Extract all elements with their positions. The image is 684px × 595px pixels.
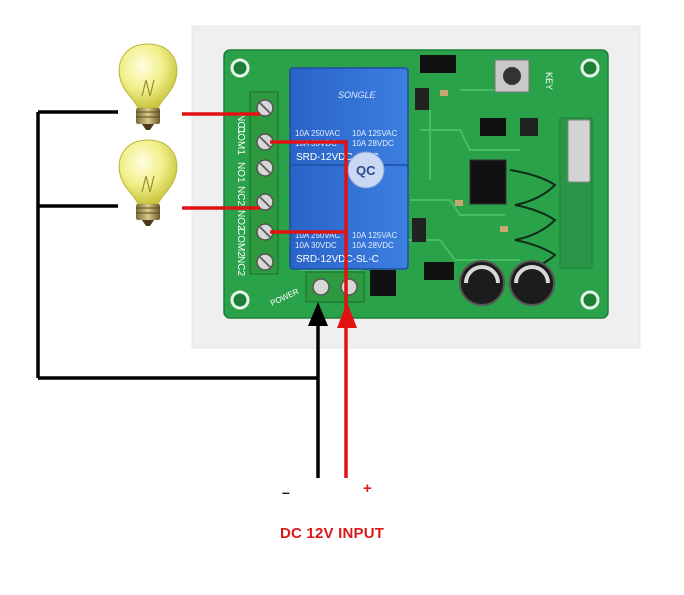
positive-label: + (363, 480, 372, 497)
qc-sticker (347, 151, 385, 189)
power-terminal (305, 271, 365, 303)
terminal-label-5: NO2 (235, 210, 246, 231)
relay-1-brand: SONGLE (338, 90, 377, 100)
key-button (494, 59, 530, 93)
smd-components (370, 55, 538, 296)
relay-board: NC1 COM1 NO1 NC2 NO2 COM2 NC2 SONGLE 10A… (223, 49, 609, 319)
terminal-label-1: NC1 (235, 114, 246, 134)
terminal-label-6: COM2 (235, 228, 246, 257)
qc-mark: QC (356, 163, 376, 178)
terminal-label-7: NC2 (235, 256, 246, 276)
relay-2-rating-3: 10A 30VDC (295, 241, 337, 250)
relay-2-rating-2: 10A 125VAC (352, 231, 397, 240)
terminal-label-3: NO1 (235, 162, 246, 183)
mounting-holes (230, 58, 600, 310)
negative-label: – (282, 484, 290, 500)
relay-1-rating-4: 10A 28VDC (352, 139, 394, 148)
relay-1-rating-2: 10A 125VAC (352, 129, 397, 138)
light-bulb-1 (118, 43, 178, 130)
relay-1-model: SRD-12VDC-SL-C (296, 152, 379, 163)
negative-arrowhead (308, 302, 328, 326)
relay-2-rating-4: 10A 28VDC (352, 241, 394, 250)
capacitor-2 (509, 260, 555, 306)
relay-2-model: SRD-12VDC-SL-C (296, 254, 379, 265)
relay-1: SONGLE 10A 250VAC 10A 125VAC 10A 30VDC 1… (289, 67, 409, 179)
rf-receiver-module (509, 117, 593, 273)
terminal-label-2: COM1 (235, 126, 246, 155)
terminal-label-4: NC2 (235, 186, 246, 206)
positive-wire (182, 112, 348, 478)
light-bulb-2 (118, 139, 178, 226)
relay-2-rating-1: 10A 250VAC (295, 231, 340, 240)
relay-1-rating-1: 10A 250VAC (295, 129, 340, 138)
negative-wire (36, 110, 320, 478)
key-label: KEY (544, 72, 554, 90)
capacitor-1 (459, 260, 505, 306)
relay-2: 10A 250VAC 10A 125VAC 10A 30VDC 10A 28VD… (289, 164, 409, 270)
dc-input-label: DC 12V INPUT (280, 525, 385, 542)
terminal-strip (249, 91, 279, 275)
positive-arrowhead (337, 302, 357, 328)
